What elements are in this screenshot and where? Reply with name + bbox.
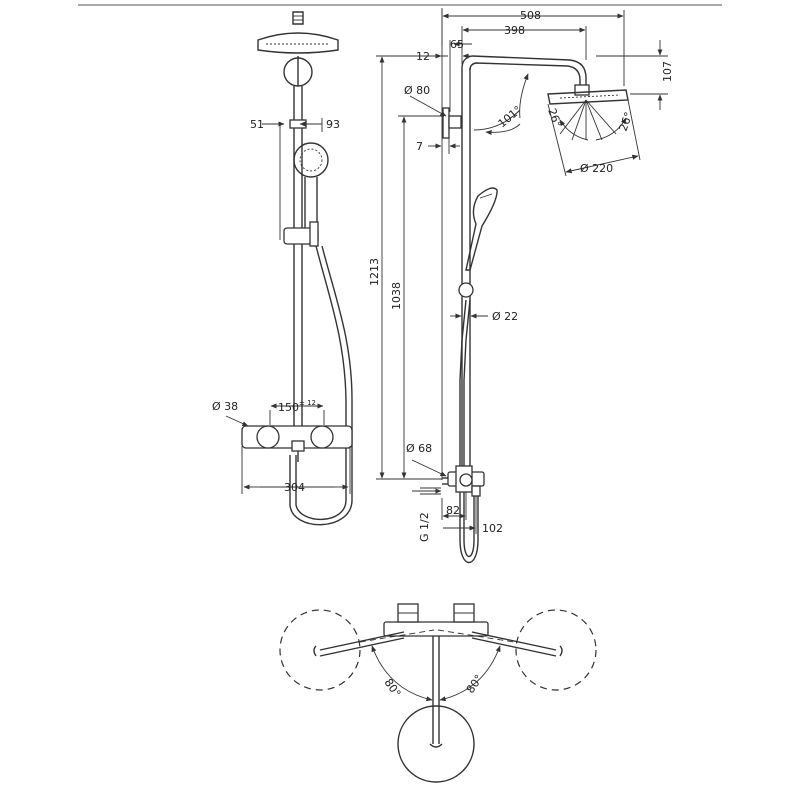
side-dim-65: 65 (450, 38, 464, 51)
top-mixer-body (383, 621, 489, 637)
front-dim-spacing: 150 (278, 401, 299, 414)
top-angle-left: 80° (382, 676, 404, 699)
side-dim-pipe-dia: Ø 22 (492, 310, 518, 323)
side-view (376, 8, 668, 563)
front-dimensions (225, 118, 351, 494)
front-dim-spacing-tol: ± 12 (299, 399, 316, 407)
front-hose (295, 245, 347, 521)
side-hose (459, 299, 479, 563)
side-hand-shower (465, 187, 498, 271)
front-hand-shower (283, 142, 329, 247)
side-wall-bracket (442, 107, 450, 139)
top-view (279, 603, 597, 783)
top-arm-left (319, 631, 405, 651)
front-dim-93: 93 (326, 118, 340, 131)
front-riser-rail (289, 86, 307, 430)
side-dim-398: 398 (504, 24, 525, 37)
side-dim-escutcheon-dia: Ø 68 (406, 442, 432, 455)
side-dim-12: 12 (416, 50, 430, 63)
side-mixer (442, 465, 485, 497)
side-arm-angle-arc (473, 109, 521, 131)
side-riser-pipe (458, 55, 587, 470)
side-dim-1038: 1038 (390, 282, 403, 310)
side-overhead-shower (547, 84, 629, 105)
top-swing-circle-right (515, 609, 597, 691)
front-view: 51 93 Ø 38 150 ± 12 304 (212, 11, 353, 526)
side-dim-1213: 1213 (368, 258, 381, 286)
top-arm-right (471, 631, 557, 651)
side-dim-107: 107 (661, 61, 674, 82)
side-dim-tilt-left: 26° (545, 107, 564, 130)
side-tilt-arc-left (559, 119, 589, 141)
front-overhead-shower (257, 11, 339, 87)
side-dim-head-dia: Ø 220 (580, 162, 613, 175)
top-swing-circle-left (279, 609, 361, 691)
side-dim-wall-dia: Ø 80 (404, 84, 430, 97)
front-dim-mixer-dia: Ø 38 (212, 400, 238, 413)
front-dim-51: 51 (250, 118, 264, 131)
side-dim-wall-gap: 7 (416, 140, 423, 153)
side-dim-82: 82 (446, 504, 460, 517)
front-thermostat-mixer (241, 425, 353, 462)
side-dim-508: 508 (520, 9, 541, 22)
side-tilt-arc-right (595, 117, 627, 141)
side-dim-102: 102 (482, 522, 503, 535)
side-dim-thread: G 1/2 (418, 512, 431, 542)
front-dim-304: 304 (284, 481, 305, 494)
top-head-circle (397, 705, 475, 783)
side-dim-tilt-right: 26° (617, 110, 636, 133)
